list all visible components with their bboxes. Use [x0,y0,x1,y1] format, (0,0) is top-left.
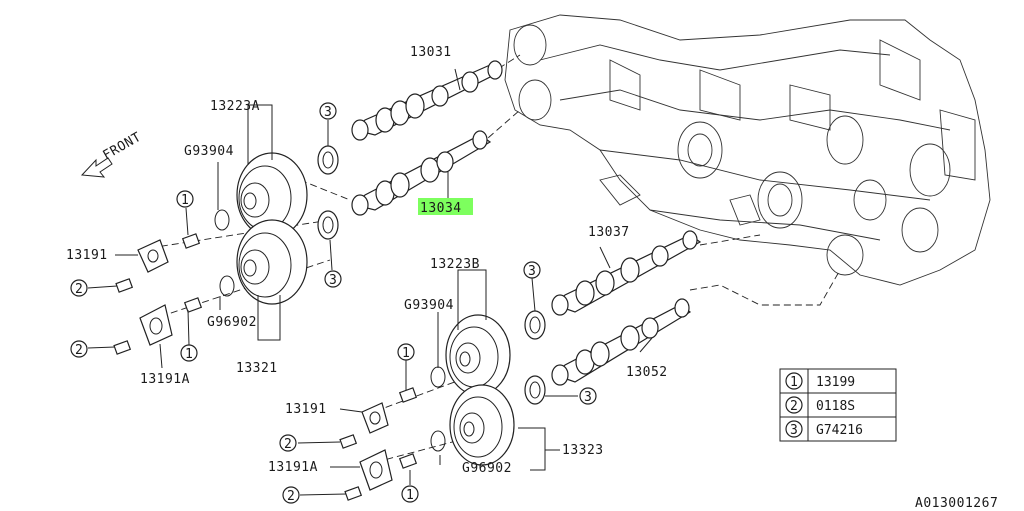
cylinder-head-illustration [504,14,991,286]
svg-text:3: 3 [790,423,798,438]
label-13191-lower[interactable]: 13191 [285,402,327,417]
svg-text:1: 1 [181,193,189,208]
svg-text:1: 1 [406,488,414,503]
callout-1[interactable]: 1 [397,343,415,361]
label-13031[interactable]: 13031 [410,45,452,60]
callout-2[interactable]: 2 [70,340,88,358]
svg-text:3: 3 [584,390,592,405]
svg-text:2: 2 [75,343,83,358]
svg-text:1: 1 [185,347,193,362]
callout-3[interactable]: 3 [579,387,597,405]
oil-seals[interactable] [214,145,546,452]
front-arrow-icon: FRONT [80,130,145,178]
label-13191A-lower[interactable]: 13191A [268,460,318,475]
legend-table: 1 13199 2 0118S 3 G74216 [779,368,897,442]
legend-row-3[interactable]: 3 G74216 [785,420,863,438]
callout-3[interactable]: 3 [319,102,337,120]
leader-lines [87,68,653,496]
svg-text:3: 3 [324,105,332,120]
label-G96902-lower[interactable]: G96902 [462,461,512,476]
callout-2[interactable]: 2 [70,279,88,297]
legend-row-1[interactable]: 1 13199 [785,372,855,390]
label-13321[interactable]: 13321 [236,361,278,376]
svg-text:1: 1 [790,375,798,390]
sprocket-bolts[interactable] [181,233,418,469]
camshaft-13052[interactable] [551,298,692,386]
camshaft-13034[interactable] [351,130,492,216]
label-13323[interactable]: 13323 [562,443,604,458]
front-label: FRONT [101,130,145,164]
callout-2[interactable]: 2 [282,486,300,504]
legend-row-2[interactable]: 2 0118S [785,396,855,414]
callout-1[interactable]: 1 [401,485,419,503]
label-13034[interactable]: 13034 [420,201,462,216]
camshaft-13031[interactable] [351,60,503,141]
label-13191-upper[interactable]: 13191 [66,248,108,263]
callout-3[interactable]: 3 [523,261,541,279]
legend-part-0118S: 0118S [816,399,855,414]
sprocket-13223B[interactable] [445,314,511,396]
label-13191A-upper[interactable]: 13191A [140,372,190,387]
callout-1[interactable]: 1 [180,344,198,362]
label-G93904-upper[interactable]: G93904 [184,144,234,159]
label-G96902-upper[interactable]: G96902 [207,315,257,330]
svg-text:1: 1 [402,346,410,361]
callout-1[interactable]: 1 [176,190,194,208]
legend-part-G74216: G74216 [816,423,863,438]
label-G93904-lower[interactable]: G93904 [404,298,454,313]
part-labels: 13031 13223A G93904 13034 13191 G96902 1… [66,45,668,476]
callout-markers: 3 3 1 2 2 1 3 3 1 2 1 2 [70,102,597,504]
svg-text:2: 2 [287,489,295,504]
sprocket-13321[interactable] [236,219,308,305]
svg-text:2: 2 [790,399,798,414]
camshaft-13037[interactable] [551,230,702,316]
callout-3[interactable]: 3 [324,270,342,288]
callout-2[interactable]: 2 [279,434,297,452]
label-13223A[interactable]: 13223A [210,99,260,114]
legend-part-13199: 13199 [816,375,855,390]
highlight-13034 [418,198,473,215]
label-13052[interactable]: 13052 [626,365,668,380]
diagram-code: A013001267 [915,496,998,511]
label-13037[interactable]: 13037 [588,225,630,240]
cover-plates[interactable] [137,239,393,491]
svg-text:3: 3 [528,264,536,279]
svg-text:3: 3 [329,273,337,288]
plate-bolts[interactable] [113,278,363,501]
label-13223B[interactable]: 13223B [430,257,480,272]
svg-text:2: 2 [284,437,292,452]
svg-text:2: 2 [75,282,83,297]
sprocket-13323[interactable] [449,384,515,466]
